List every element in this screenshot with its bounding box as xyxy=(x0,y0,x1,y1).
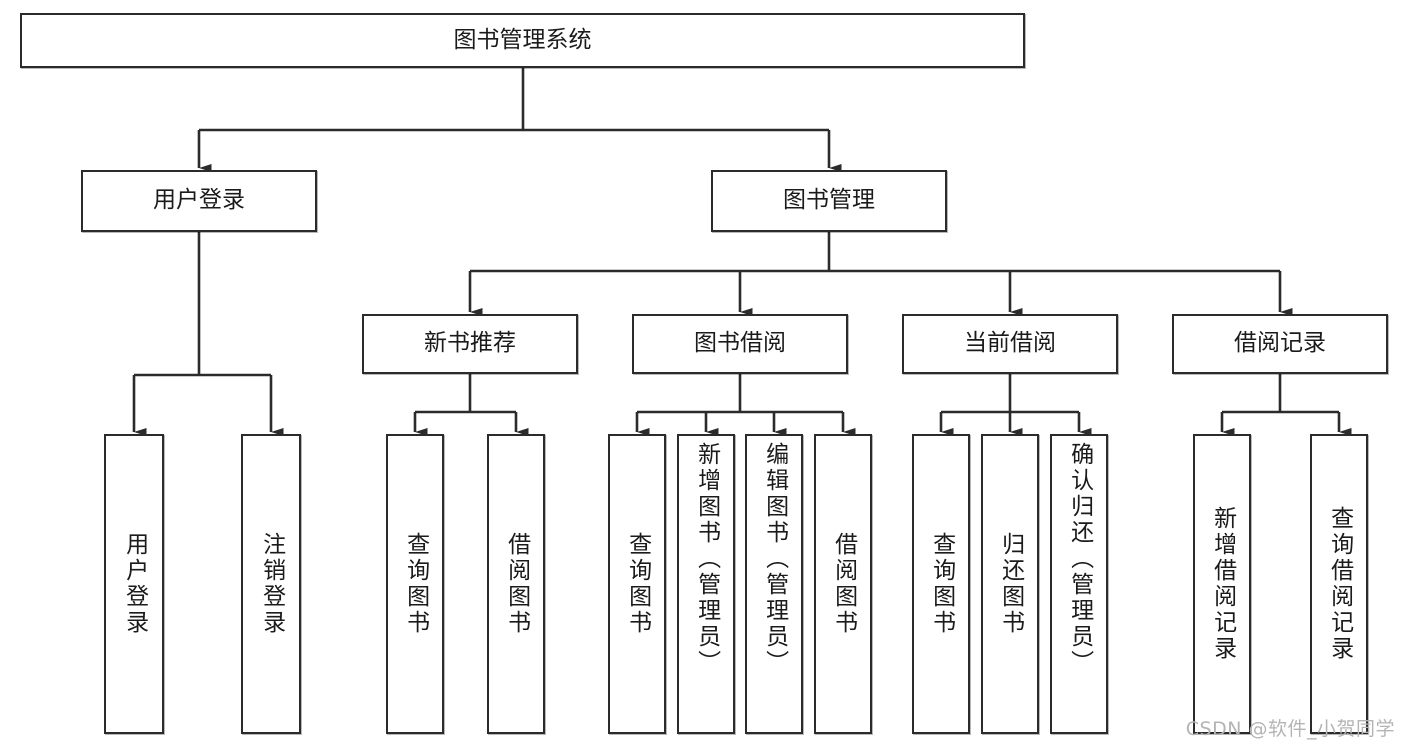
leaf-query-book-3[interactable]: 查询图书 xyxy=(912,434,970,734)
leaf-borrow-book-2-label: 借阅图书 xyxy=(830,532,857,636)
node-book-borrow-label: 图书借阅 xyxy=(694,330,786,357)
leaf-logout[interactable]: 注销登录 xyxy=(241,434,301,734)
leaf-query-book-1[interactable]: 查询图书 xyxy=(386,434,444,734)
leaf-return-book-label: 归还图书 xyxy=(997,532,1024,636)
leaf-query-book-1-label: 查询图书 xyxy=(402,532,429,636)
leaf-query-book-2[interactable]: 查询图书 xyxy=(608,434,666,734)
node-borrow-record[interactable]: 借阅记录 xyxy=(1172,314,1388,374)
leaf-borrow-book-1-label: 借阅图书 xyxy=(503,532,530,636)
node-book-manage[interactable]: 图书管理 xyxy=(711,170,947,232)
leaf-add-book[interactable]: 新增图书（管理员） xyxy=(677,434,735,734)
leaf-return-book[interactable]: 归还图书 xyxy=(981,434,1039,734)
node-current-borrow-label: 当前借阅 xyxy=(964,330,1056,357)
node-new-book-recommend-label: 新书推荐 xyxy=(424,330,516,357)
leaf-confirm-return-label: 确认归还（管理员） xyxy=(1066,442,1093,676)
leaf-user-login-label: 用户登录 xyxy=(121,532,148,636)
leaf-borrow-book-2[interactable]: 借阅图书 xyxy=(814,434,872,734)
node-current-borrow[interactable]: 当前借阅 xyxy=(902,314,1118,374)
node-root-label: 图书管理系统 xyxy=(453,26,592,53)
leaf-add-record[interactable]: 新增借阅记录 xyxy=(1193,434,1251,734)
leaf-confirm-return[interactable]: 确认归还（管理员） xyxy=(1050,434,1108,734)
leaf-query-book-2-label: 查询图书 xyxy=(624,532,651,636)
leaf-user-login[interactable]: 用户登录 xyxy=(104,434,164,734)
leaf-add-record-label: 新增借阅记录 xyxy=(1209,506,1236,662)
node-borrow-record-label: 借阅记录 xyxy=(1234,330,1326,357)
node-book-borrow[interactable]: 图书借阅 xyxy=(632,314,848,374)
node-user-login-label: 用户登录 xyxy=(153,187,245,214)
leaf-edit-book[interactable]: 编辑图书（管理员） xyxy=(745,434,803,734)
node-root[interactable]: 图书管理系统 xyxy=(20,13,1025,68)
leaf-query-record[interactable]: 查询借阅记录 xyxy=(1310,434,1368,734)
leaf-query-record-label: 查询借阅记录 xyxy=(1326,506,1353,662)
leaf-borrow-book-1[interactable]: 借阅图书 xyxy=(487,434,545,734)
leaf-edit-book-label: 编辑图书（管理员） xyxy=(761,442,788,676)
leaf-add-book-label: 新增图书（管理员） xyxy=(693,442,720,676)
leaf-query-book-3-label: 查询图书 xyxy=(928,532,955,636)
node-user-login[interactable]: 用户登录 xyxy=(81,170,317,232)
node-book-manage-label: 图书管理 xyxy=(783,187,875,214)
leaf-logout-label: 注销登录 xyxy=(258,532,285,636)
node-new-book-recommend[interactable]: 新书推荐 xyxy=(362,314,578,374)
